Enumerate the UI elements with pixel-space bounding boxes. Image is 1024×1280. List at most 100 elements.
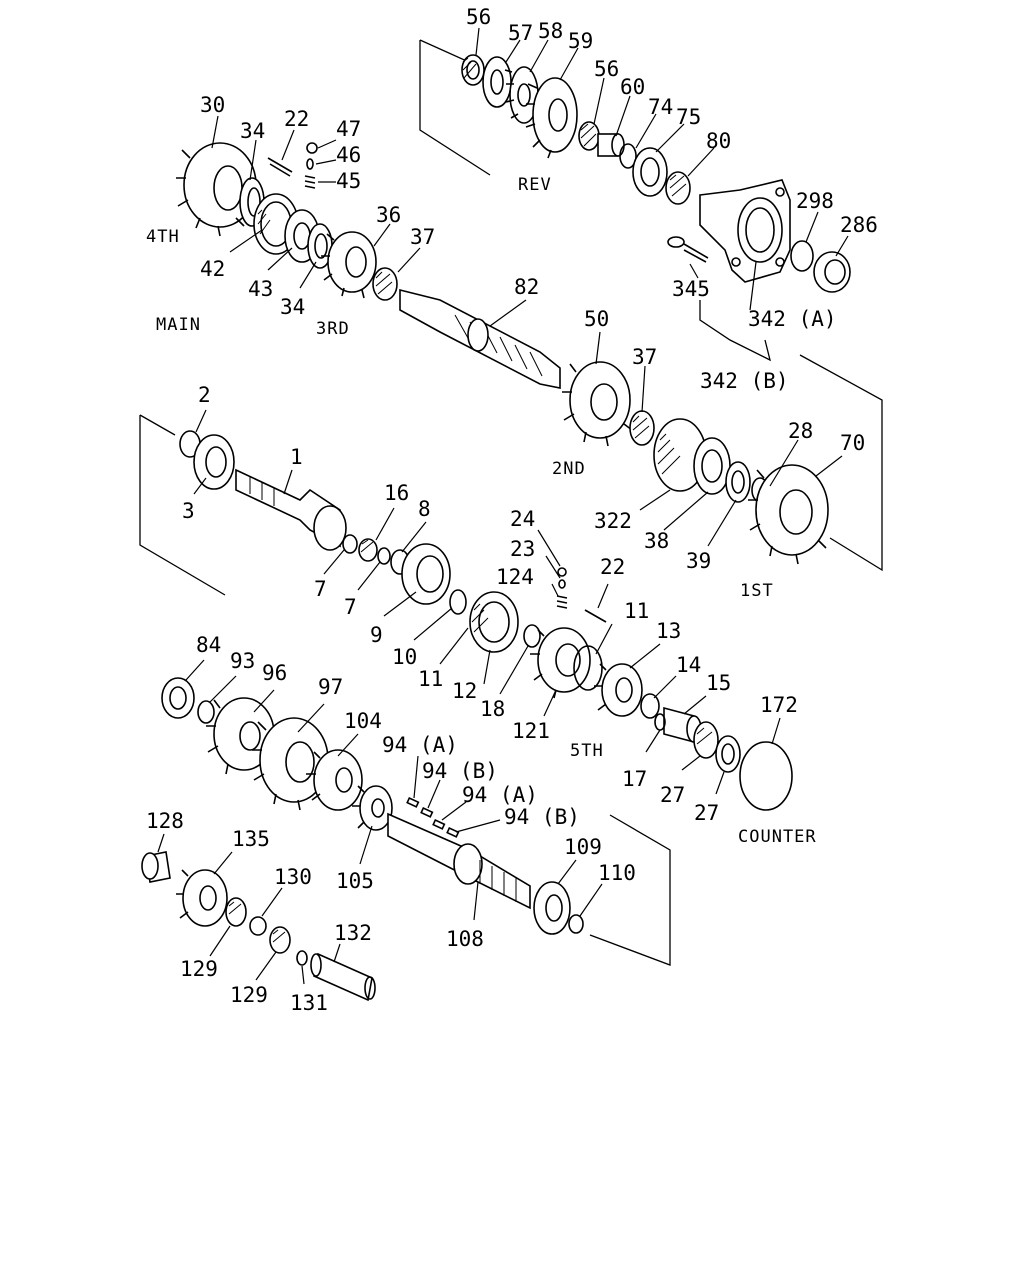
part-label: 7 [314,577,327,601]
part-label: 121 [512,719,550,743]
part-label: 75 [676,105,701,129]
part-labels: 56 57 58 59 56 60 74 75 80 298 286 345 3… [146,5,878,1015]
section-label-rev: REV [518,175,552,195]
thrust-washer-57 [482,56,512,108]
part-label: 27 [660,783,685,807]
part-label: 47 [336,117,361,141]
part-label: 43 [248,277,273,301]
snap-ring-11 [449,589,467,615]
detent-pin-46 [306,158,314,170]
part-label: 129 [180,957,218,981]
shift-key-spring-22-lower [584,609,607,623]
needle-bearing-56-rev [578,121,600,151]
part-label: 27 [694,801,719,825]
synchro-ring-11 [573,645,603,691]
part-label: 56 [594,57,619,81]
part-label: 45 [336,169,361,193]
part-label: 298 [796,189,834,213]
needle-bearing-129-a [225,897,247,927]
part-label: 129 [230,983,268,1007]
fifth-gear-121 [530,627,591,699]
part-label: 82 [514,275,539,299]
part-label: 34 [240,119,265,143]
part-label: 24 [510,507,535,531]
part-label: 30 [200,93,225,117]
section-label-1st: 1ST [740,581,774,601]
snap-ring-93 [197,700,215,724]
part-label: 135 [232,827,270,851]
part-label: 22 [600,555,625,579]
synchro-sleeve-322 [653,418,707,492]
section-label-counter: COUNTER [738,827,817,847]
section-label-3rd: 3RD [316,319,350,339]
keys-94 [406,797,460,838]
part-label: 74 [648,95,673,119]
snap-ring-172 [739,741,793,811]
input-bearing-3 [193,434,235,490]
counter-shaft-group-frame [589,814,671,966]
part-label: 130 [274,865,312,889]
shift-key-spring-22 [267,157,293,177]
part-label: 70 [840,431,865,455]
part-label: 94 (B) [504,805,580,829]
snap-ring-18 [523,624,541,648]
part-label: 34 [280,295,305,319]
part-label: 96 [262,661,287,685]
detent-ball-24 [557,567,567,577]
part-label: 38 [644,529,669,553]
leader-lines [157,27,849,985]
reverse-gear-59 [525,77,578,159]
bearing-75 [632,147,668,197]
part-label: 131 [290,991,328,1015]
needle-bearing-14 [640,693,660,719]
part-label: 105 [336,869,374,893]
reverse-idler-gear-58 [504,66,539,124]
part-label: 57 [508,21,533,45]
section-label-2nd: 2ND [552,459,586,479]
snap-ring-110 [568,914,584,934]
part-label: 8 [418,497,431,521]
counter-gear-105 [352,785,393,831]
synchro-hub-38 [693,437,731,495]
part-label: 132 [334,921,372,945]
second-gear-50 [562,361,633,447]
part-label: 50 [584,307,609,331]
part-label: 37 [632,345,657,369]
part-label: 36 [376,203,401,227]
part-label: 286 [840,213,878,237]
part-label: 109 [564,835,602,859]
detent-spring-124 [556,595,568,609]
ring-7 [377,547,391,565]
part-label: 7 [344,595,357,619]
bearing-109 [533,881,571,935]
part-label: 46 [336,143,361,167]
part-label: 11 [624,599,649,623]
part-label: 322 [594,509,632,533]
synchro-sleeve-12 [469,591,519,653]
needle-bearing-16 [358,538,378,562]
part-label: 94 (A) [382,733,458,757]
part-label: 94 (B) [422,759,498,783]
bearing-27-a [693,721,719,759]
reverse-idler-gear-135 [176,869,228,927]
part-label: 104 [344,709,382,733]
part-label: 28 [788,419,813,443]
section-label-main: MAIN [156,315,201,335]
snap-ring-74 [619,143,637,169]
part-label: 84 [196,633,221,657]
section-label-5th: 5TH [570,741,604,761]
part-label: 22 [284,107,309,131]
part-label: 108 [446,927,484,951]
part-label: 3 [182,499,195,523]
bolt-345 [667,236,709,263]
part-label: 39 [686,549,711,573]
part-label: 13 [656,619,681,643]
part-label: 23 [510,537,535,561]
part-label: 12 [452,679,477,703]
needle-bearing-37-upper [372,267,398,301]
part-label: 93 [230,649,255,673]
part-label: 18 [480,697,505,721]
counter-gear-104 [306,749,363,811]
third-gear-36 [321,231,377,299]
